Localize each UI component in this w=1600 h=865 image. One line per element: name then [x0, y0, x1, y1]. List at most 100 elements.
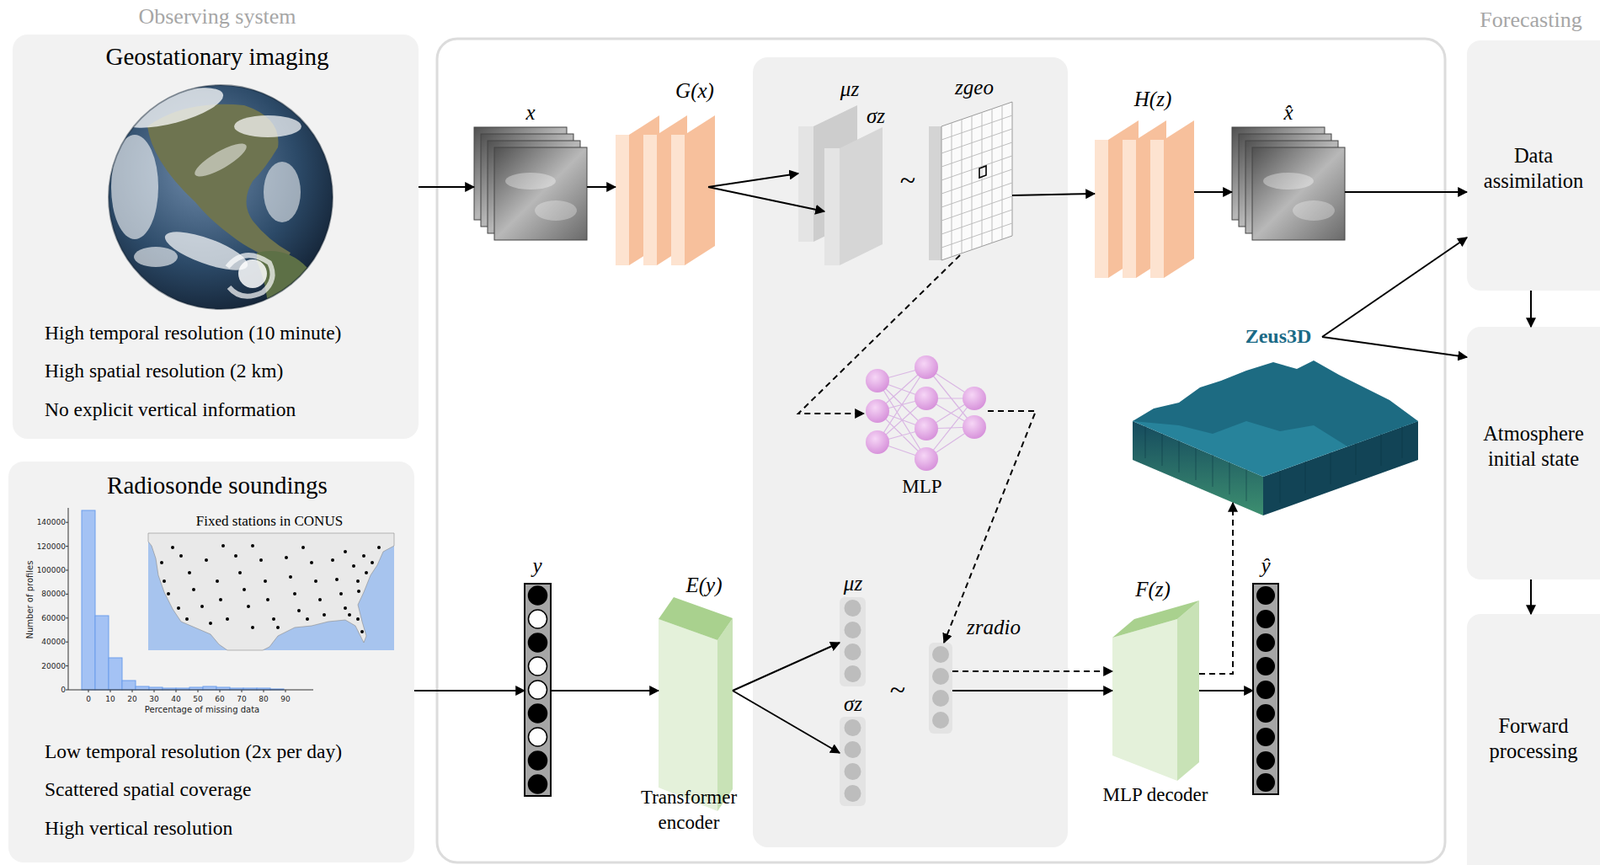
input-vector	[1256, 586, 1275, 792]
earth-image	[263, 161, 301, 223]
green-prism	[1112, 600, 1200, 638]
input-vector	[528, 680, 548, 699]
mlp-network	[865, 368, 890, 393]
conv-block	[1136, 120, 1167, 278]
input-vector	[528, 774, 548, 794]
free-label: 60000	[41, 613, 66, 623]
latent-vector	[932, 667, 950, 685]
input-vector	[528, 586, 548, 605]
arrow-connector	[732, 690, 840, 753]
node-label: x̂	[1283, 101, 1293, 126]
mlp-network	[914, 355, 939, 379]
input-vector	[528, 751, 548, 770]
input-vector	[1256, 586, 1275, 605]
arrow-connector	[708, 186, 825, 212]
node-label: High vertical resolution	[44, 816, 233, 840]
node-label: G(x)	[675, 79, 715, 104]
latent-vector	[932, 645, 950, 663]
histogram-chart	[122, 680, 136, 690]
histogram-chart	[95, 615, 109, 690]
free-label: Fixed stations in CONUS	[196, 512, 343, 530]
input-vector	[528, 656, 548, 676]
node-label: Geostationary imaging	[106, 42, 330, 71]
input-vector	[528, 609, 548, 629]
free-label: 30	[149, 694, 159, 704]
arrow-connector	[1530, 290, 1532, 327]
free-label: 50	[192, 694, 203, 704]
free-label: 120000	[37, 541, 66, 550]
panel-background	[1466, 326, 1600, 580]
arrow-connector	[708, 173, 799, 187]
mlp-network	[914, 447, 939, 471]
free-label: 40000	[41, 637, 66, 646]
earth-image	[227, 255, 273, 297]
free-label: 10	[105, 694, 115, 704]
input-vector	[1256, 751, 1275, 770]
panel-background	[1466, 613, 1600, 865]
node-label: zgeo	[954, 75, 994, 101]
input-vector	[1256, 680, 1275, 699]
latent-map	[941, 101, 1013, 261]
node-label: x	[525, 101, 535, 126]
panel-background	[1466, 40, 1600, 291]
dashed-connector	[1199, 502, 1233, 674]
station-map	[148, 533, 395, 651]
node-label: High temporal resolution (10 minute)	[44, 321, 342, 345]
earth-image	[238, 259, 267, 288]
input-vector	[528, 633, 548, 652]
node-label: μz	[843, 571, 863, 597]
earth-image	[108, 85, 333, 310]
diagram-node: MLP	[862, 353, 989, 502]
image-stack	[505, 172, 556, 190]
node-label: zradio	[966, 615, 1021, 640]
earth-image	[117, 80, 227, 137]
mlp-network	[865, 355, 987, 471]
diagram-node: x̂	[1227, 99, 1348, 251]
node-label: Low temporal resolution (2x per day)	[44, 740, 342, 763]
zeus3d-block	[1132, 360, 1419, 447]
station-map	[148, 533, 395, 651]
input-vector	[1256, 609, 1275, 629]
free-label: ~	[890, 672, 906, 706]
latent-vector	[844, 741, 862, 758]
zeus3d-block	[1145, 426, 1403, 503]
node-label: μz	[840, 77, 859, 102]
node-label: MLP decoder	[1092, 782, 1219, 808]
arrow-connector	[418, 186, 475, 188]
node-label: E(y)	[685, 573, 722, 598]
node-label: ŷ	[1260, 554, 1270, 579]
free-label: ~	[900, 163, 916, 197]
diagram-node: F(z)MLP decoder	[1090, 576, 1222, 814]
latent-vector	[844, 784, 862, 802]
conv-block	[1150, 139, 1164, 278]
node-label: High spatial resolution (2 km)	[44, 359, 283, 383]
conv-block	[684, 115, 715, 266]
input-vector	[528, 586, 548, 794]
node-label: σz	[843, 692, 863, 717]
free-label: 140000	[37, 517, 66, 527]
mlp-network	[962, 415, 987, 439]
green-prism	[717, 618, 733, 811]
free-label: 60	[214, 694, 224, 704]
latent-vector	[839, 597, 953, 806]
earth-image	[111, 80, 309, 314]
conv-block	[1163, 120, 1195, 278]
zeus3d-block	[1132, 360, 1419, 516]
diagram-node: zradio	[926, 599, 1032, 736]
input-vector	[1256, 656, 1275, 676]
mlp-network	[962, 386, 987, 411]
input-vector	[1253, 583, 1279, 795]
free-label: 90	[280, 694, 290, 704]
arrow-connector	[1530, 579, 1532, 614]
diagram-node: Forward processing	[1466, 613, 1600, 865]
node-label: Atmosphere initial state	[1470, 421, 1597, 472]
arrow-connector	[1194, 191, 1232, 193]
latent-map	[839, 127, 883, 266]
conv-block	[629, 115, 660, 266]
latent-map	[979, 165, 987, 178]
earth-image	[133, 246, 178, 267]
node-label: Transformer encoder	[625, 784, 752, 836]
input-vector	[524, 583, 1279, 796]
latent-vector	[844, 599, 862, 617]
